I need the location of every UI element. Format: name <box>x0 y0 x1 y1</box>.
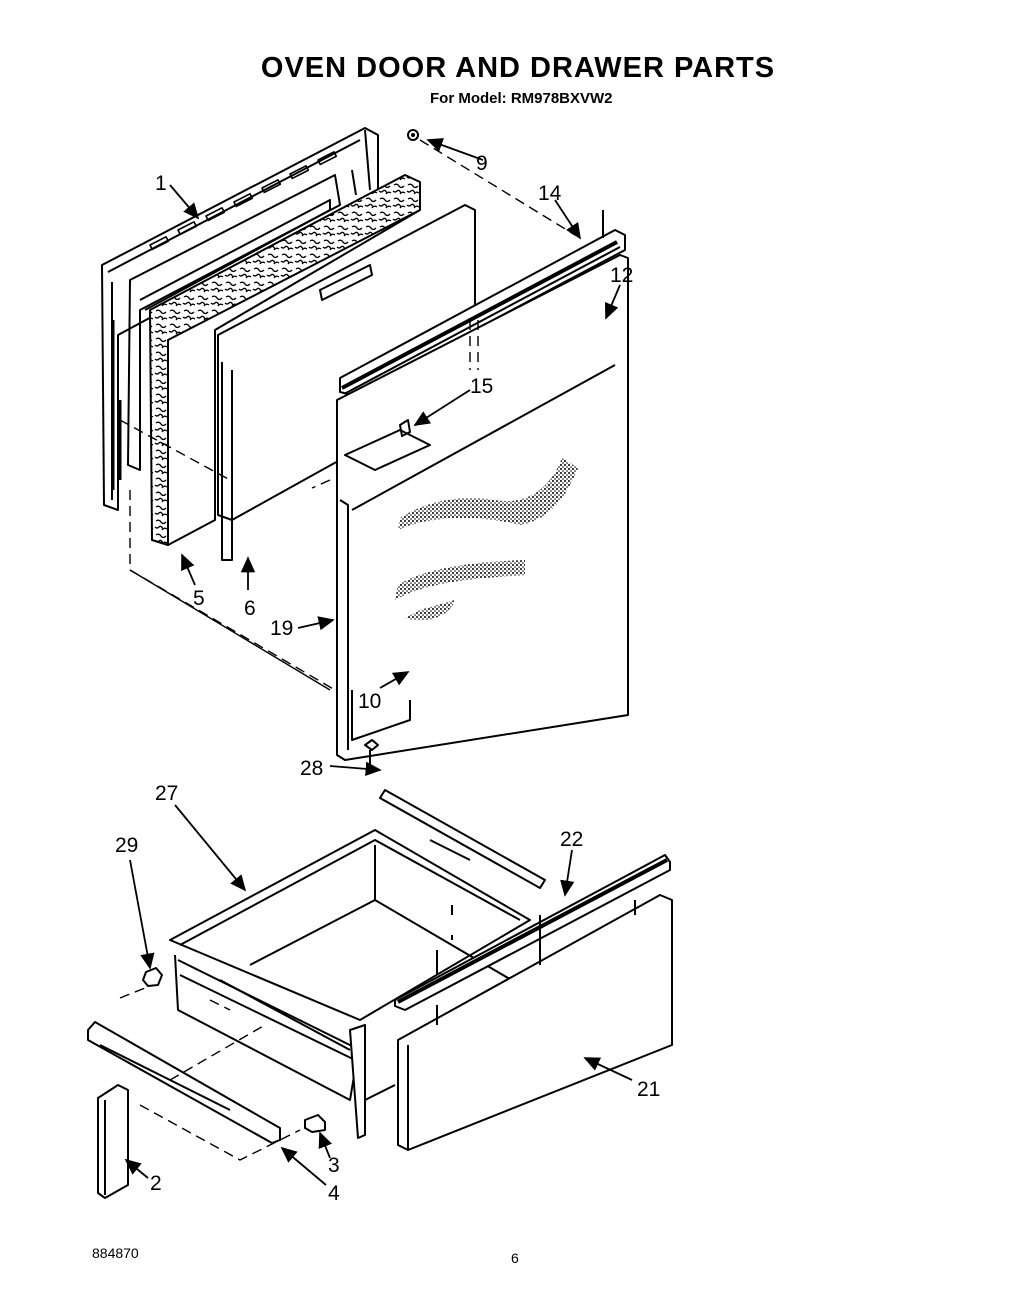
side-bracket-part-2 <box>97 1084 129 1199</box>
callout-28: 28 <box>300 757 323 780</box>
callout-4: 4 <box>328 1182 340 1205</box>
callout-15: 15 <box>470 375 493 398</box>
callout-22: 22 <box>560 828 583 851</box>
callout-5: 5 <box>193 587 205 610</box>
callout-3: 3 <box>328 1154 340 1177</box>
drawer-trim-part-22 <box>394 854 671 1011</box>
document-number: 884870 <box>92 1245 139 1261</box>
door-panel-part-19 <box>336 254 629 765</box>
drawer-front-part-21 <box>397 894 673 1151</box>
screw-part-9 <box>407 129 419 141</box>
glide-part-29 <box>142 967 163 987</box>
callout-9: 9 <box>476 152 488 175</box>
drawer-rail-part-28 <box>379 789 546 889</box>
callout-10: 10 <box>358 690 381 713</box>
drawer-body-part-27 <box>169 829 531 1139</box>
callout-12: 12 <box>610 264 633 287</box>
callout-2: 2 <box>150 1172 162 1195</box>
roller-part-3 <box>304 1114 326 1133</box>
callout-29: 29 <box>115 834 138 857</box>
callout-21: 21 <box>637 1078 660 1101</box>
insulation-part-5 <box>149 174 421 546</box>
callout-19: 19 <box>270 617 293 640</box>
callout-14: 14 <box>538 182 562 205</box>
side-rail-part-4 <box>87 1021 281 1144</box>
top-trim-part-14 <box>339 210 626 396</box>
page-number: 6 <box>511 1250 519 1266</box>
diagram-title: OVEN DOOR AND DRAWER PARTS <box>260 52 776 84</box>
callout-6: 6 <box>244 597 256 620</box>
callout-1: 1 <box>155 172 167 195</box>
model-subtitle: For Model: RM978BXVW2 <box>430 90 613 107</box>
callout-27: 27 <box>155 782 178 805</box>
